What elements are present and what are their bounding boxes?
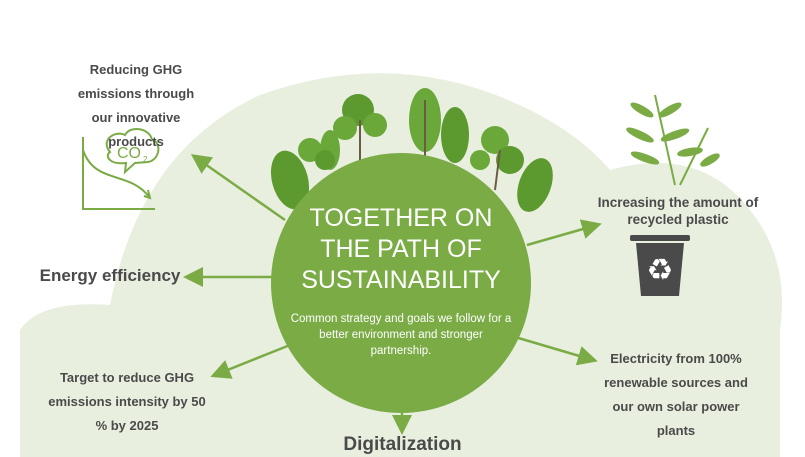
connector-arrows xyxy=(183,154,602,435)
svg-text:2: 2 xyxy=(143,155,148,164)
center-title: TOGETHER ON THE PATH OF SUSTAINABILITY xyxy=(301,204,501,294)
label-digitalization: Digitalization xyxy=(343,434,462,455)
label-ghg-intensity-target: Target to reduce GHG emissions intensity… xyxy=(48,370,206,433)
center-subtitle: Common strategy and goals we follow for … xyxy=(290,313,512,357)
label-recycled-plastic: Increasing the amount of recycled plasti… xyxy=(597,195,759,227)
label-energy-efficiency: Energy efficiency xyxy=(39,266,181,285)
trees-illustration xyxy=(270,88,553,212)
center-circle xyxy=(271,153,531,413)
label-reducing-ghg-products: Reducing GHG emissions through our innov… xyxy=(77,62,195,149)
label-renewable-electricity: Electricity from 100% renewable sources … xyxy=(604,351,748,438)
recycle-bin-icon: ♻ xyxy=(630,235,690,296)
svg-text:CO: CO xyxy=(117,145,141,162)
co2-decline-chart-icon: CO 2 xyxy=(82,128,160,210)
svg-text:♻: ♻ xyxy=(647,253,674,288)
plant-icon xyxy=(626,94,720,186)
